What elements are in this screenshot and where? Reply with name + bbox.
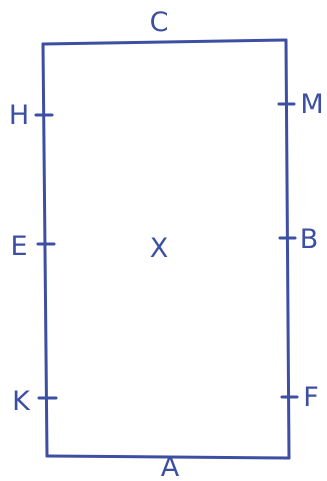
- label-h: H: [9, 100, 29, 131]
- label-f: F: [303, 382, 319, 413]
- arena-outline: [41, 38, 291, 460]
- letters: C A H E K M B F X: [9, 7, 324, 481]
- label-m: M: [300, 89, 323, 120]
- label-b: B: [300, 224, 319, 255]
- tick-marks: [34, 102, 299, 400]
- label-c: C: [150, 7, 169, 38]
- label-x: X: [150, 233, 169, 264]
- label-a: A: [161, 452, 180, 481]
- label-k: K: [12, 386, 31, 417]
- label-e: E: [10, 231, 27, 262]
